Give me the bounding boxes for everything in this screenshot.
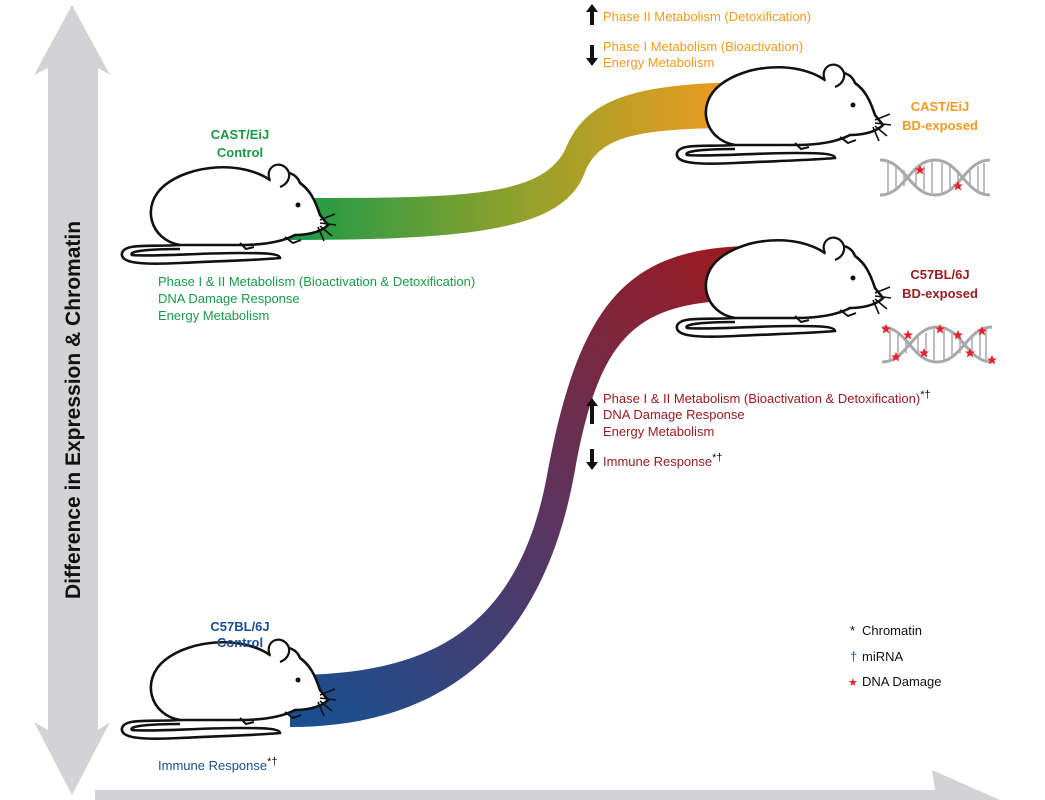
legend-symbol-dna-damage: ★ (848, 677, 858, 689)
cast-control-line: Energy Metabolism (158, 308, 269, 323)
dna-cast-icon (878, 158, 992, 197)
cast-control-strain: CAST/EiJ (211, 127, 270, 142)
c57-exposed-down-line: Immune Response*† (603, 452, 723, 469)
y-axis-arrow (34, 5, 110, 795)
legend-label-mirna: miRNA (862, 649, 903, 664)
y-axis-label: Difference in Expression & Chromatin (62, 221, 85, 599)
mouse-cast-control-icon (120, 163, 338, 265)
cast-control-line: DNA Damage Response (158, 291, 300, 306)
c57-control-group: Control (217, 635, 263, 650)
c57-exposed-group: BD-exposed (902, 286, 978, 301)
up-arrow-icon (586, 4, 598, 25)
c57-exposed-up-line: Energy Metabolism (603, 424, 714, 439)
c57-control-line: Immune Response*† (158, 756, 278, 773)
mouse-cast-exposed-icon (675, 63, 893, 165)
c57-ribbon (290, 246, 745, 727)
legend-label-dna-damage: DNA Damage (862, 674, 941, 689)
cast-exposed-up-line: Phase II Metabolism (Detoxification) (603, 9, 811, 24)
cast-ribbon (290, 82, 745, 240)
cast-exposed-strain: CAST/EiJ (911, 99, 970, 114)
legend-symbol-chromatin: * (850, 623, 855, 638)
legend-label-chromatin: Chromatin (862, 623, 922, 638)
cast-exposed-down-line: Energy Metabolism (603, 55, 714, 70)
up-arrow-icon (586, 398, 598, 424)
down-arrow-icon (586, 449, 598, 470)
legend-symbol-mirna: † (850, 649, 857, 664)
c57-exposed-up-line: DNA Damage Response (603, 407, 745, 422)
c57-exposed-strain: C57BL/6J (910, 267, 969, 282)
cast-control-group: Control (217, 145, 263, 160)
legend: * Chromatin † miRNA ★ DNA Damage (848, 623, 941, 689)
dna-c57-icon (880, 324, 997, 365)
cast-exposed-group: BD-exposed (902, 118, 978, 133)
c57-exposed-up-line: Phase I & II Metabolism (Bioactivation &… (603, 389, 931, 406)
c57-control-strain: C57BL/6J (210, 619, 269, 634)
x-axis-arrow (95, 770, 1000, 800)
down-arrow-icon (586, 45, 598, 66)
cast-control-line: Phase I & II Metabolism (Bioactivation &… (158, 274, 475, 289)
cast-exposed-down-line: Phase I Metabolism (Bioactivation) (603, 39, 803, 54)
